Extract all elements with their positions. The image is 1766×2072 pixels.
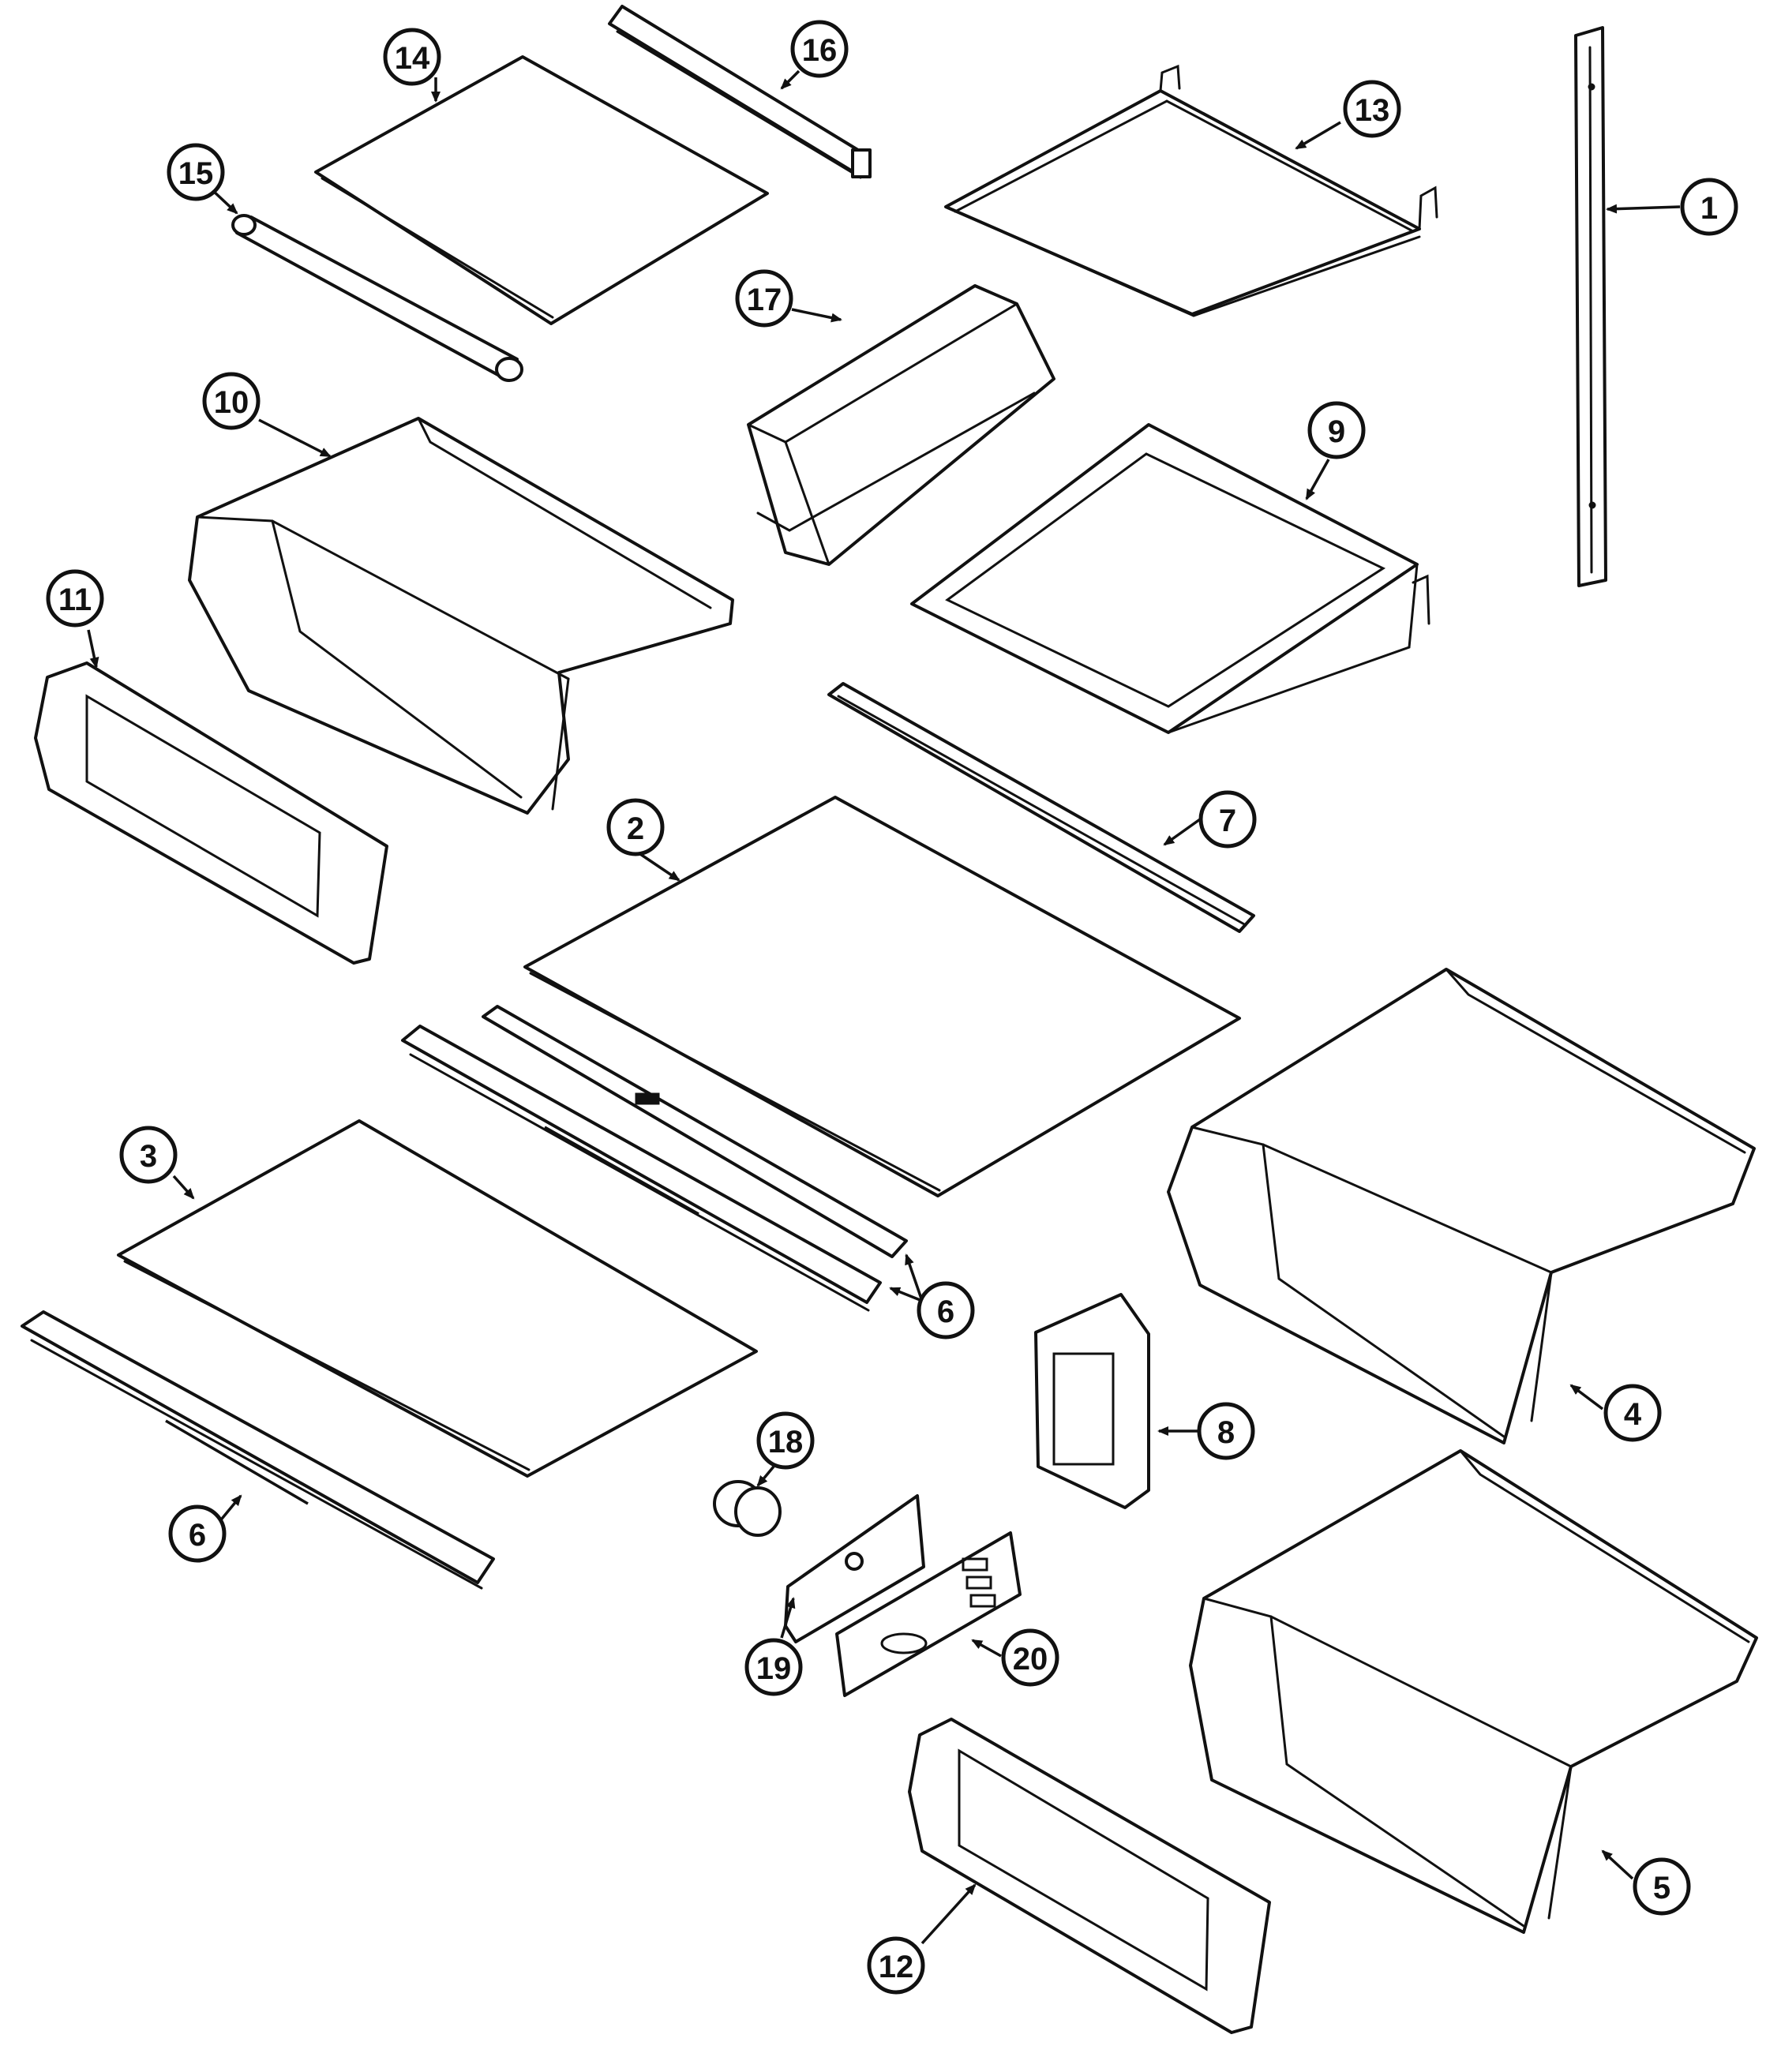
part-7-strip [827, 682, 1255, 933]
part-20-control-plate [835, 1531, 1022, 1697]
callout-5: 5 [1633, 1857, 1691, 1916]
svg-text:19: 19 [756, 1651, 792, 1686]
part-14-glass-shelf [314, 55, 769, 325]
svg-text:7: 7 [1219, 804, 1236, 838]
callout-8: 8 [1197, 1402, 1255, 1460]
callout-20: 20 [1001, 1628, 1059, 1687]
svg-text:16: 16 [802, 33, 838, 68]
callout-6-upper: 6 [917, 1281, 975, 1339]
svg-text:15: 15 [178, 156, 214, 191]
callout-4: 4 [1603, 1384, 1662, 1442]
svg-text:8: 8 [1217, 1415, 1235, 1450]
part-5-crisper-bin [1189, 1449, 1758, 1934]
svg-text:10: 10 [214, 385, 249, 420]
part-17-bin [747, 284, 1055, 566]
part-16-trim-strip [608, 5, 872, 179]
svg-text:20: 20 [1013, 1642, 1048, 1677]
callout-19: 19 [744, 1638, 803, 1696]
svg-text:13: 13 [1355, 93, 1390, 128]
part-4-crisper-bin [1167, 968, 1756, 1444]
svg-text:1: 1 [1700, 191, 1718, 226]
svg-text:14: 14 [395, 41, 430, 76]
callout-3: 3 [119, 1126, 178, 1184]
callout-18: 18 [756, 1411, 815, 1470]
part-6-lower-trim [21, 1310, 495, 1590]
callout-6-lower: 6 [168, 1504, 227, 1563]
svg-text:6: 6 [937, 1295, 954, 1329]
callout-10: 10 [202, 372, 261, 430]
part-18-knob [713, 1480, 782, 1537]
callout-13: 13 [1343, 80, 1401, 138]
callout-2: 2 [606, 798, 665, 856]
leader-lines [87, 69, 1681, 1945]
part-6-upper-trim [401, 1005, 908, 1312]
part-11-crisper-front [34, 661, 388, 965]
part-10-crisper-bin [188, 417, 734, 815]
callout-14: 14 [383, 28, 441, 86]
svg-text:17: 17 [747, 283, 782, 317]
callout-11: 11 [46, 569, 104, 628]
svg-text:11: 11 [58, 583, 92, 617]
callout-9: 9 [1307, 401, 1366, 459]
part-3-glass-shelf [117, 1119, 758, 1478]
part-1-shelf-rail [1574, 26, 1607, 587]
callout-7: 7 [1198, 790, 1257, 849]
part-13-shelf [944, 64, 1438, 317]
svg-text:3: 3 [140, 1139, 157, 1174]
svg-text:5: 5 [1653, 1871, 1670, 1905]
svg-text:12: 12 [879, 1950, 914, 1984]
callout-12: 12 [867, 1936, 925, 1995]
callout-17: 17 [735, 269, 793, 328]
svg-text:4: 4 [1624, 1397, 1642, 1432]
svg-text:6: 6 [189, 1518, 206, 1553]
callout-16: 16 [790, 20, 849, 78]
callout-1: 1 [1680, 178, 1738, 236]
part-9-shelf-frame [910, 423, 1430, 734]
part-8-container [1034, 1293, 1150, 1509]
svg-text:2: 2 [627, 811, 644, 846]
part-12-crisper-front [908, 1718, 1271, 2034]
svg-text:18: 18 [768, 1425, 804, 1459]
part-15-rod [231, 214, 523, 382]
part-2-glass-shelf [523, 796, 1241, 1197]
callout-15: 15 [167, 143, 225, 201]
svg-text:9: 9 [1328, 414, 1345, 449]
